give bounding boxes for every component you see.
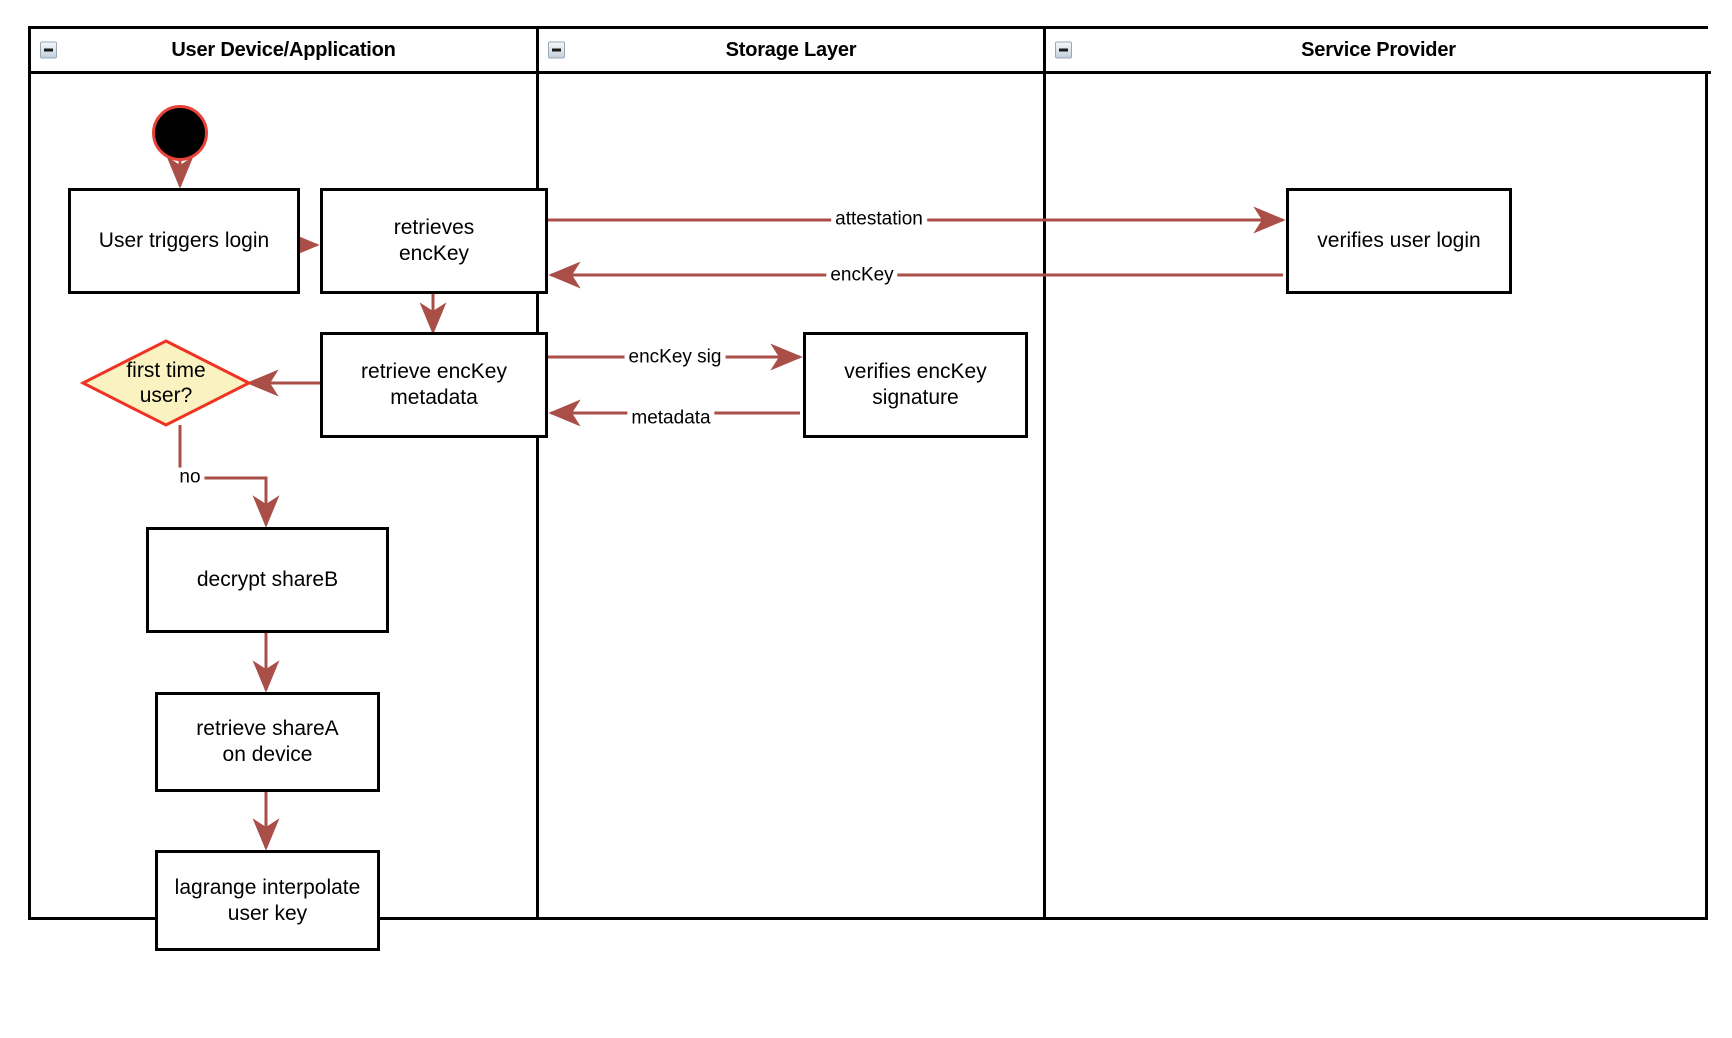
lane-title-user-device: User Device/Application (171, 38, 396, 61)
activity-verifies-enckey-signature[interactable]: verifies encKey signature (803, 332, 1028, 438)
lane-title-storage-layer: Storage Layer (725, 38, 857, 61)
activity-retrieve-sharea[interactable]: retrieve shareA on device (155, 692, 380, 792)
lane-service-provider: Service Provider (1043, 29, 1711, 917)
decision-first-time-user[interactable]: first time user? (80, 338, 252, 428)
minus-box-icon[interactable] (40, 41, 57, 59)
edge-label-enckey: encKey (826, 265, 898, 287)
lane-header-storage-layer: Storage Layer (539, 29, 1043, 74)
lane-storage-layer: Storage Layer (536, 29, 1043, 917)
edge-label-attestation: attestation (831, 209, 927, 231)
lane-header-service-provider: Service Provider (1046, 29, 1711, 74)
decision-label: first time user? (126, 358, 206, 407)
activity-decrypt-shareb[interactable]: decrypt shareB (146, 527, 389, 633)
activity-verifies-user-login[interactable]: verifies user login (1286, 188, 1512, 294)
activity-user-triggers-login[interactable]: User triggers login (68, 188, 300, 294)
edge-label-enckey-sig: encKey sig (624, 347, 726, 369)
edge-label-no: no (175, 467, 205, 489)
start-node[interactable] (152, 105, 208, 161)
activity-retrieve-enckey-metadata[interactable]: retrieve encKey metadata (320, 332, 548, 438)
activity-retrieves-enckey[interactable]: retrieves encKey (320, 188, 548, 294)
activity-lagrange-interpolate[interactable]: lagrange interpolate user key (155, 850, 380, 951)
lane-user-device: User Device/Application (31, 29, 536, 917)
edge-label-metadata: metadata (627, 408, 715, 430)
lane-title-service-provider: Service Provider (1301, 38, 1456, 61)
lane-header-user-device: User Device/Application (31, 29, 536, 74)
minus-box-icon[interactable] (1055, 41, 1072, 59)
decision-diamond-shape (80, 339, 252, 427)
minus-box-icon[interactable] (548, 41, 565, 59)
